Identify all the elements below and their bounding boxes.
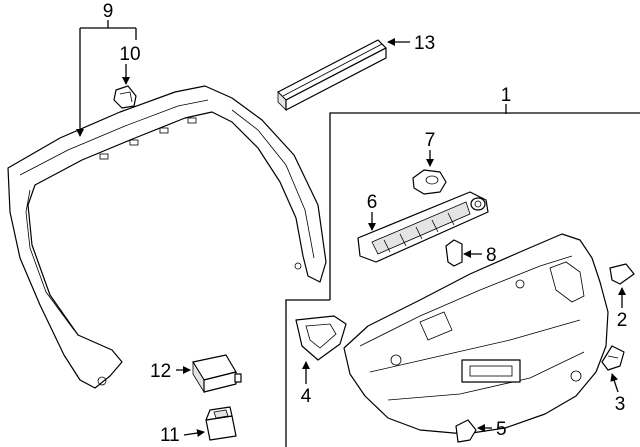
part-8-bracket [445, 239, 463, 267]
callout-3: 3 [615, 394, 626, 415]
callout-12: 12 [150, 361, 171, 382]
callout-11: 11 [160, 425, 180, 446]
part-9-frame [7, 85, 327, 389]
callout-2: 2 [617, 310, 628, 331]
part-12-module [192, 354, 242, 394]
callout-9: 9 [103, 1, 114, 22]
callout-6: 6 [367, 192, 378, 213]
callout-4: 4 [301, 386, 312, 407]
callout-10: 10 [119, 44, 140, 65]
part-10-clip [113, 85, 137, 109]
callout-1: 1 [501, 85, 512, 106]
part-1-trim-panel [343, 233, 609, 435]
callout-11-leader [183, 429, 205, 437]
assembly-box-outline [329, 112, 640, 300]
part-5-cap [455, 419, 477, 443]
callout-3-leader [610, 373, 619, 393]
part-7-clip [412, 169, 447, 195]
part-13-weatherstrip [277, 39, 387, 111]
part-4-side-trim [295, 315, 347, 361]
part-6-handle [357, 191, 489, 263]
assembly-box-lower-outline [285, 299, 330, 447]
callout-13: 13 [414, 33, 435, 54]
part-11-switch [205, 406, 237, 441]
callout-8: 8 [486, 245, 497, 266]
callout-5: 5 [496, 419, 507, 440]
part-3-fastener [601, 345, 625, 371]
callout-7: 7 [425, 130, 436, 151]
part-2-clip [609, 263, 635, 285]
